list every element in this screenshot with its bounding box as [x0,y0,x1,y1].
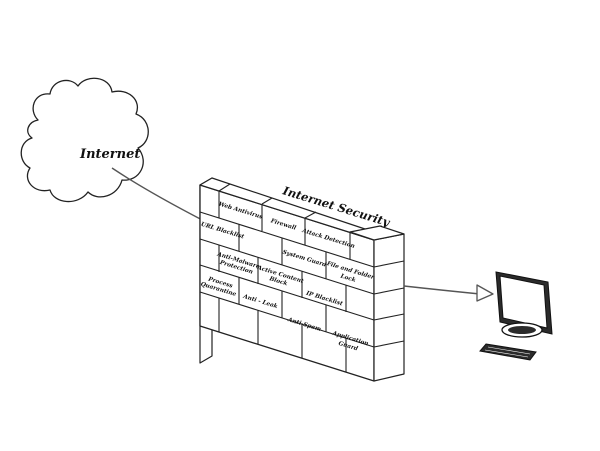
keyboard-icon [479,343,537,361]
wall-to-computer-connector [403,284,494,302]
svg-text:Block: Block [268,276,288,287]
cloud-icon [20,77,149,203]
firewall-wall [199,177,405,382]
internet-label: Internet [79,147,140,162]
svg-text:Guard: Guard [337,341,358,353]
desktop-computer-icon [495,271,553,338]
svg-text:Lock: Lock [339,273,357,284]
arrowhead-icon [476,284,494,302]
